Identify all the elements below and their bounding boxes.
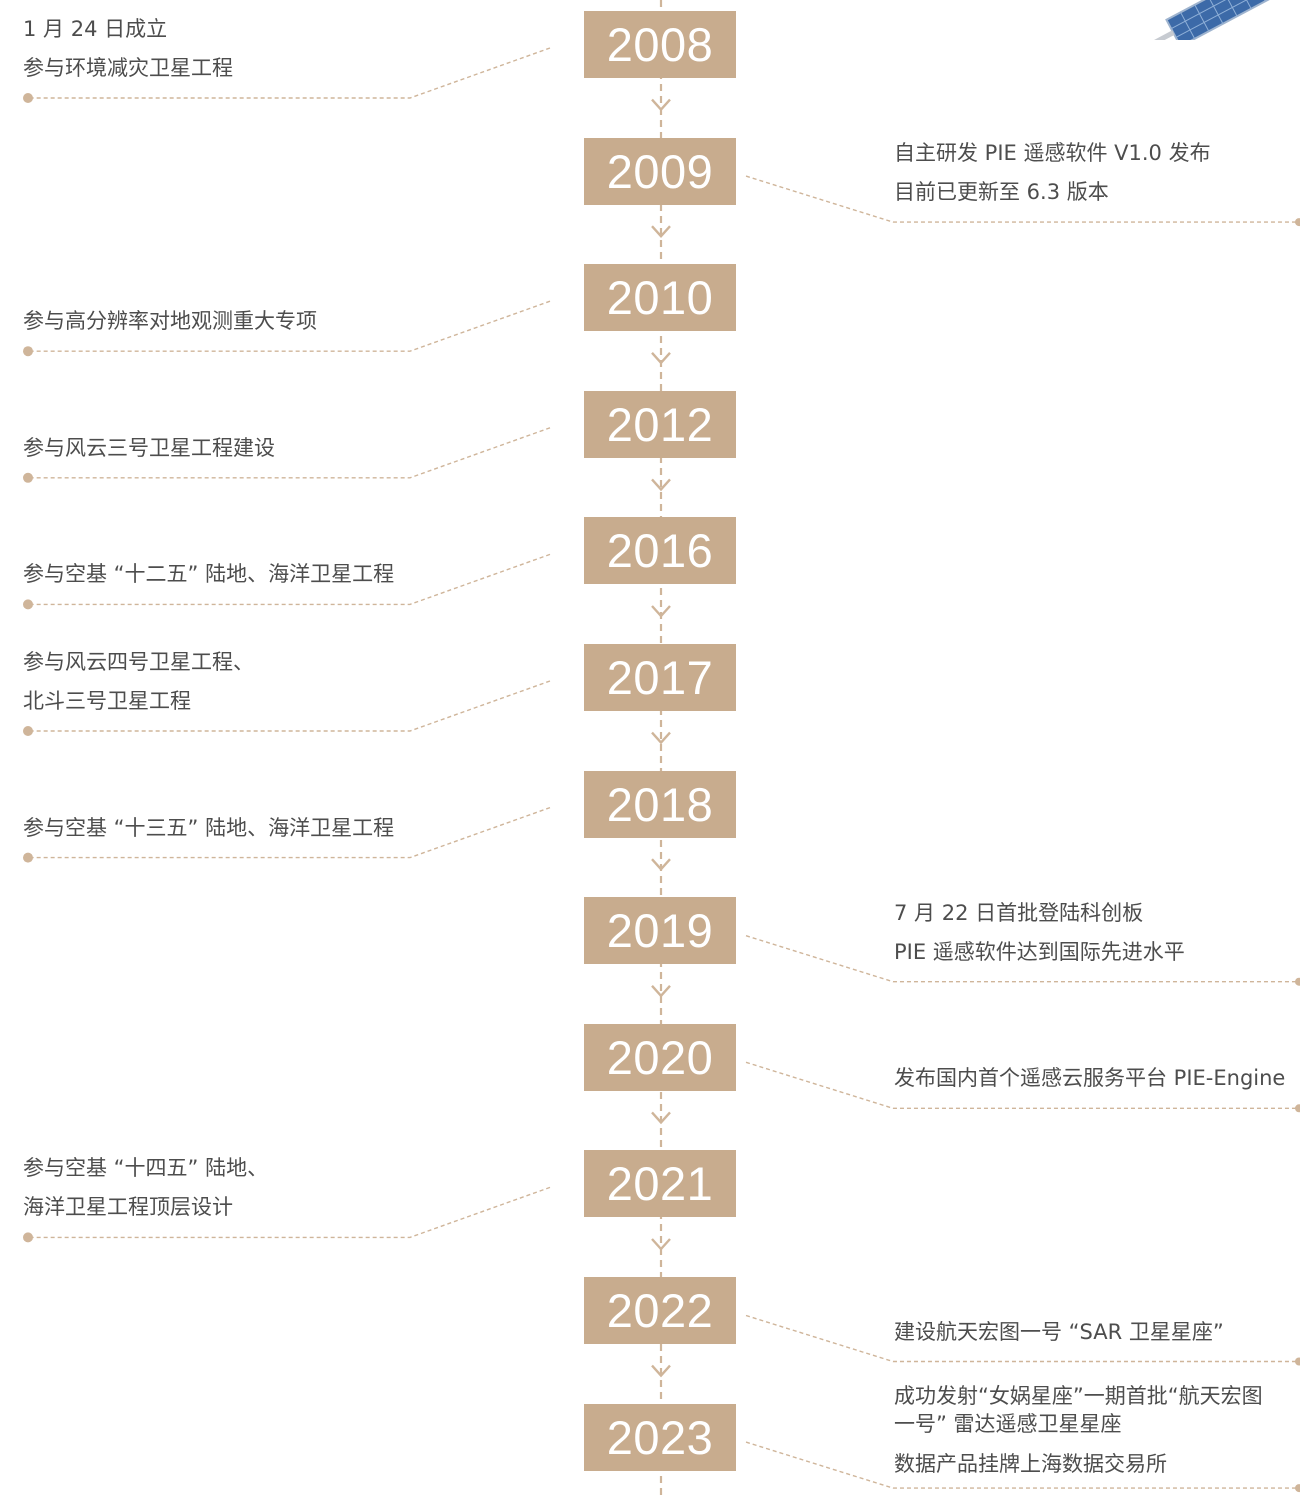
dot-marker bbox=[1295, 218, 1300, 227]
arrow-down-icon bbox=[651, 225, 671, 238]
arrow-down-icon bbox=[651, 478, 671, 492]
arrow-down-icon bbox=[651, 605, 671, 618]
arrow-down-icon bbox=[651, 1364, 671, 1378]
event-description: 建设航天宏图一号 “SAR 卫星星座” bbox=[894, 1313, 1224, 1352]
year-box-2008: 2008 bbox=[584, 11, 736, 78]
arrow-down-icon bbox=[651, 351, 671, 365]
year-box-2012: 2012 bbox=[584, 390, 736, 458]
dot-marker bbox=[1295, 1357, 1300, 1366]
event-text-line: 1 月 24 日成立 bbox=[23, 17, 168, 41]
connector-line bbox=[28, 300, 551, 352]
dot-marker bbox=[1295, 1104, 1300, 1113]
event-description: 参与空基 “十三五” 陆地、海洋卫星工程 bbox=[23, 809, 394, 848]
arrow-down-icon bbox=[651, 858, 671, 871]
event-text-line: 参与风云三号卫星工程建设 bbox=[23, 435, 275, 460]
arrow-down-icon bbox=[651, 984, 671, 998]
connector-line bbox=[745, 175, 1300, 223]
dot-marker bbox=[1295, 1484, 1300, 1493]
year-box-2021: 2021 bbox=[584, 1150, 736, 1218]
event-text-line: 目前已更新至 6.3 版本 bbox=[894, 180, 1109, 205]
dot-marker bbox=[23, 346, 33, 357]
event-description: 7 月 22 日首批登陆科创板 PIE 遥感软件达到国际先进水平 bbox=[894, 894, 1185, 972]
event-description: 发布国内首个遥感云服务平台 PIE-Engine bbox=[894, 1059, 1285, 1098]
event-text-line: 参与空基 “十四五” 陆地、 bbox=[23, 1156, 269, 1181]
dot-marker bbox=[23, 1232, 33, 1243]
event-description: 参与风云三号卫星工程建设 bbox=[23, 429, 275, 468]
dot-marker bbox=[23, 472, 33, 483]
year-box-2019: 2019 bbox=[584, 897, 736, 965]
event-description: 参与空基 “十四五” 陆地、海洋卫星工程顶层设计 bbox=[23, 1149, 268, 1227]
dot-marker bbox=[1295, 977, 1300, 986]
year-box-2010: 2010 bbox=[584, 264, 736, 332]
dot-marker bbox=[23, 852, 33, 863]
year-box-2018: 2018 bbox=[584, 770, 736, 838]
connector-line bbox=[745, 1314, 1300, 1363]
event-text-line: 发布国内首个遥感云服务平台 PIE-Engine bbox=[894, 1066, 1286, 1091]
event-text-line: 自主研发 PIE 遥感软件 V1.0 发布 bbox=[894, 141, 1211, 166]
event-text-line: 建设航天宏图一号 “SAR 卫星星座” bbox=[894, 1319, 1224, 1344]
event-description: 参与空基 “十二五” 陆地、海洋卫星工程 bbox=[23, 555, 394, 594]
year-box-2020: 2020 bbox=[584, 1023, 736, 1091]
event-text-line: PIE 遥感软件达到国际先进水平 bbox=[894, 939, 1185, 964]
satellite-panel-icon bbox=[1120, 0, 1300, 40]
event-description: 自主研发 PIE 遥感软件 V1.0 发布目前已更新至 6.3 版本 bbox=[894, 134, 1211, 212]
connector-line bbox=[28, 47, 551, 99]
event-description: 参与高分辨率对地观测重大专项 bbox=[23, 302, 317, 341]
connector-line bbox=[28, 680, 551, 732]
connector-line bbox=[28, 1186, 551, 1239]
connector-line bbox=[745, 1061, 1300, 1110]
connector-line bbox=[28, 806, 551, 859]
event-text-line: 参与空基 “十二五” 陆地、海洋卫星工程 bbox=[23, 562, 395, 587]
arrow-down-icon bbox=[651, 1111, 671, 1125]
year-box-2009: 2009 bbox=[584, 137, 736, 205]
event-text-line: 参与环境减灾卫星工程 bbox=[23, 56, 233, 80]
event-text-line: 数据产品挂牌上海数据交易所 bbox=[894, 1452, 1167, 1477]
event-text-line: 一号” 雷达遥感卫星星座 bbox=[894, 1412, 1122, 1437]
connector-line bbox=[28, 427, 551, 479]
event-text-line: 参与空基 “十三五” 陆地、海洋卫星工程 bbox=[23, 815, 395, 840]
event-text-line: 北斗三号卫星工程 bbox=[23, 689, 191, 713]
year-box-2016: 2016 bbox=[584, 517, 736, 585]
arrow-down-icon bbox=[651, 1238, 671, 1251]
dot-marker bbox=[23, 599, 33, 610]
event-description: 1 月 24 日成立参与环境减灾卫星工程 bbox=[23, 10, 233, 88]
arrow-down-icon bbox=[651, 731, 671, 745]
event-text-line: 参与高分辨率对地观测重大专项 bbox=[23, 309, 317, 334]
event-text-line: 参与风云四号卫星工程、 bbox=[23, 650, 254, 674]
arrow-down-icon bbox=[651, 98, 671, 112]
dot-marker bbox=[23, 93, 33, 103]
connector-line bbox=[28, 553, 551, 606]
year-box-2022: 2022 bbox=[584, 1277, 736, 1344]
event-description: 成功发射“女娲星座”一期首批“航天宏图一号” 雷达遥感卫星星座数据产品挂牌上海数… bbox=[894, 1382, 1263, 1478]
connector-line bbox=[745, 1441, 1300, 1489]
event-text-line: 成功发射“女娲星座”一期首批“航天宏图 bbox=[894, 1384, 1263, 1409]
year-box-2023: 2023 bbox=[584, 1403, 736, 1471]
year-box-2017: 2017 bbox=[584, 644, 736, 711]
dot-marker bbox=[23, 726, 33, 736]
connector-line bbox=[745, 935, 1300, 983]
event-description: 参与风云四号卫星工程、北斗三号卫星工程 bbox=[23, 643, 254, 721]
event-text-line: 7 月 22 日首批登陆科创板 bbox=[894, 900, 1144, 925]
event-text-line: 海洋卫星工程顶层设计 bbox=[23, 1195, 233, 1220]
